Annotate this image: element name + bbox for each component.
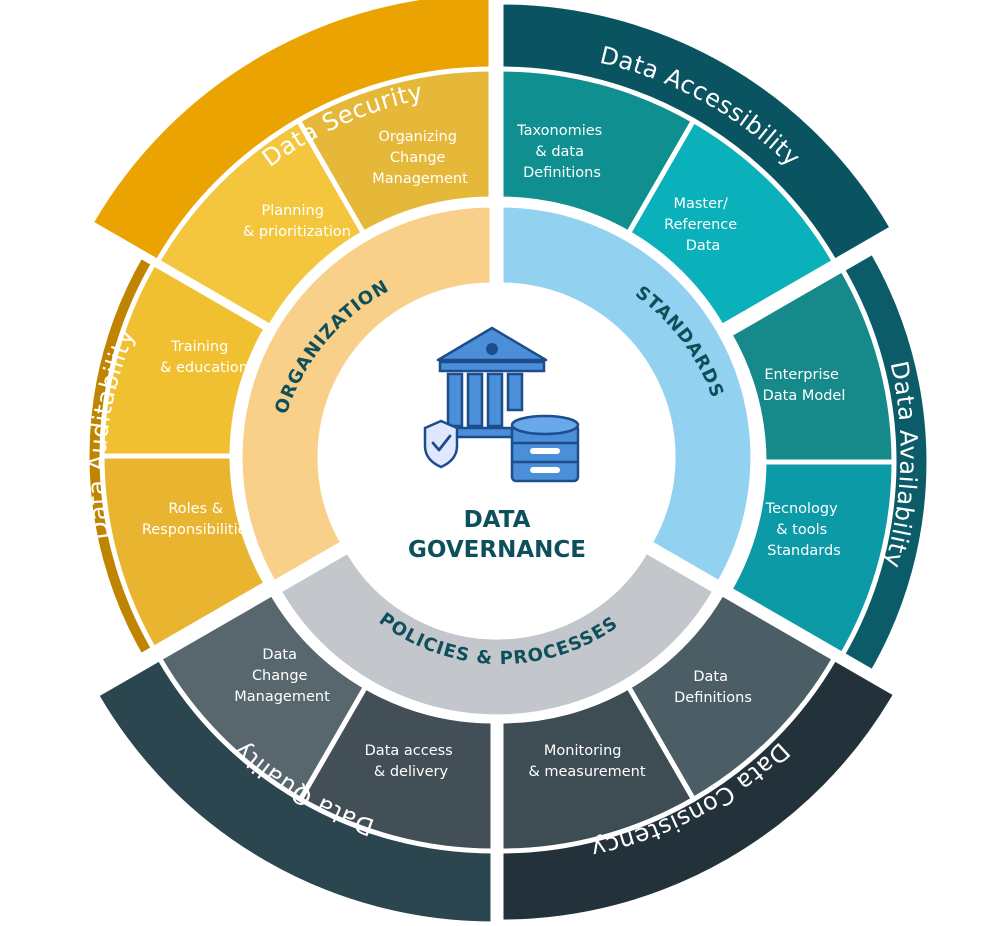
- segment-label-data-definitions: Data Definitions: [674, 669, 752, 706]
- segment-wedge-planning: [155, 118, 366, 329]
- segment-label-training: Training & education: [160, 339, 248, 376]
- segment-wedge-roles: [99, 453, 269, 651]
- segment-label-data-access: Data access & delivery: [365, 743, 458, 780]
- center-disc: [324, 287, 670, 633]
- segment-wedge-technology-tools: [727, 459, 897, 657]
- segment-label-master-reference: Master/ Reference Data: [664, 196, 742, 254]
- center-title-line2: GOVERNANCE: [408, 537, 586, 563]
- segment-wedge-monitoring: [498, 684, 696, 854]
- segment-wedge-data-change: [157, 591, 368, 802]
- segment-label-roles: Roles & Responsibilities: [142, 501, 254, 538]
- inner-wedge-organization: [237, 202, 495, 586]
- segment-wedge-organizing-change: [296, 66, 494, 236]
- bank-database-shield-icon: [423, 326, 580, 483]
- segment-label-monitoring: Monitoring & measurement: [528, 743, 645, 780]
- segment-wedge-master-reference: [626, 118, 837, 329]
- inner-wedge-policies: [276, 548, 718, 720]
- segment-label-enterprise-model: Enterprise Data Model: [763, 367, 846, 404]
- segment-label-technology-tools: Tecnology & tools Standards: [765, 501, 843, 559]
- segment-label-organizing-change: Organizing Change Management: [372, 129, 468, 187]
- segment-wedge-training: [99, 261, 269, 459]
- center-title-line1: DATA: [464, 507, 531, 533]
- segment-label-taxonomies: Taxonomies & data Definitions: [516, 123, 607, 181]
- segment-label-data-change: Data Change Management: [234, 647, 330, 705]
- inner-wedge-standards: [498, 202, 756, 586]
- segment-label-planning: Planning & prioritization: [243, 203, 351, 240]
